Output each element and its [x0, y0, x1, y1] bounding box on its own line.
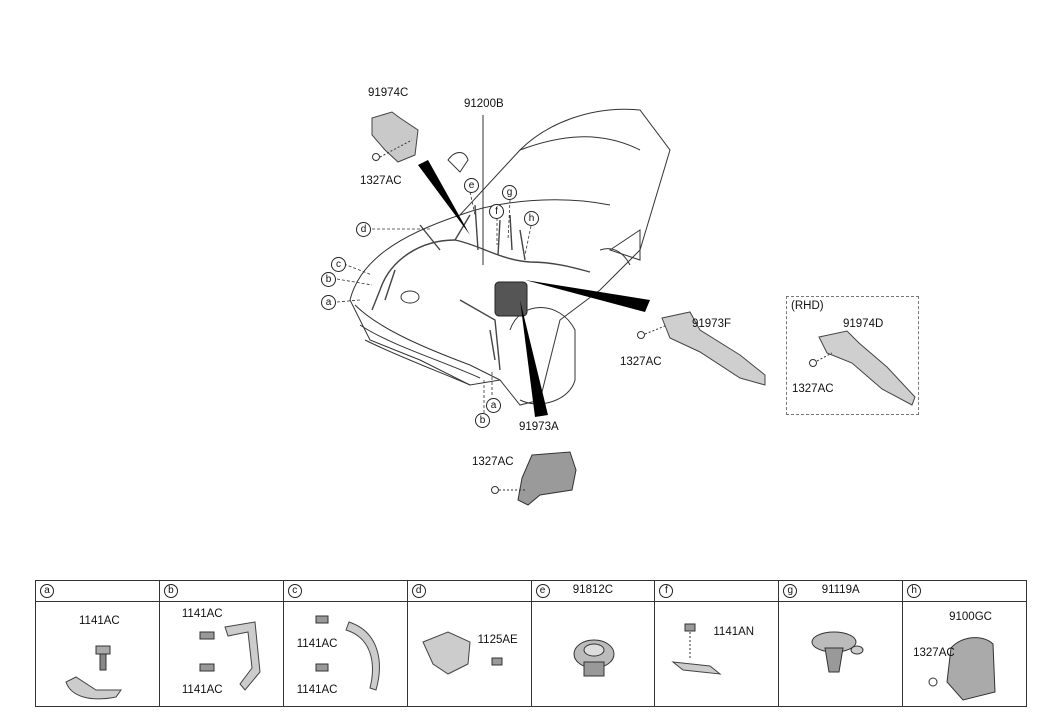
bracket-drawing: [199, 621, 261, 691]
rhd-nut-label: 1327AC: [792, 383, 834, 395]
cell-label: 1141AN: [713, 626, 755, 638]
cell-letter: d: [411, 584, 426, 598]
cell-label: 1141AC: [79, 615, 120, 627]
cell-label: 1327AC: [913, 647, 955, 659]
part-label-1327AC-bottom: 1327AC: [472, 456, 514, 468]
cell-label: 9100GC: [949, 611, 992, 623]
harness-letter-f: f: [489, 204, 504, 219]
cover-drawing: [928, 637, 996, 701]
vehicle-wiring-diagram: [336, 108, 766, 506]
cell-letter: g: [783, 584, 798, 598]
harness-letter-c: c: [331, 257, 346, 272]
cell-letter: b: [163, 584, 178, 598]
cell-label: 1125AE: [477, 634, 518, 646]
bolt-clip-drawing: [65, 645, 122, 700]
bracket-91974C: [371, 111, 419, 163]
cover-91973A: [517, 451, 577, 506]
detail-cell-h: h 9100GC 1327AC: [903, 581, 1026, 706]
harness-letter-g: g: [502, 185, 517, 200]
part-label-1327AC-top: 1327AC: [360, 175, 402, 187]
cell-label: 1141AC: [181, 608, 223, 620]
bracket-drawing: [315, 615, 380, 691]
parts-detail-table: a 1141AC b 1141AC 1141AC c: [35, 580, 1027, 707]
detail-cell-g: g 91119A: [779, 581, 904, 706]
harness-letter-b: b: [321, 272, 336, 287]
part-label-1327AC-right: 1327AC: [620, 356, 662, 368]
harness-letter-d: d: [356, 222, 371, 237]
cell-letter: f: [659, 584, 674, 598]
part-label-91974C: 91974C: [368, 87, 409, 99]
cell-letter: h: [907, 584, 922, 598]
cell-letter: e: [535, 584, 550, 598]
cell-part: 91119A: [821, 584, 860, 596]
cell-label: 1141AC: [296, 684, 338, 696]
harness-letter-e: e: [464, 178, 479, 193]
cell-label: 1141AC: [181, 684, 223, 696]
rhd-variant-box: (RHD) 91974D 1327AC: [786, 296, 919, 415]
part-label-91973F: 91973F: [692, 318, 732, 330]
clip-drawing: [671, 623, 723, 675]
detail-cell-b: b 1141AC 1141AC: [159, 581, 284, 706]
cell-part: 91812C: [572, 584, 614, 596]
harness-letter-a-lower: a: [486, 398, 501, 413]
rhd-tag: (RHD): [791, 300, 824, 312]
detail-cell-e: e 91812C: [531, 581, 656, 706]
cell-letter: a: [40, 584, 54, 598]
rhd-part-label: 91974D: [843, 318, 884, 330]
part-label-91200B: 91200B: [464, 98, 504, 110]
harness-letter-h: h: [524, 211, 539, 226]
harness-letter-a: a: [321, 295, 336, 310]
cap-drawing: [811, 631, 864, 673]
detail-cell-f: f 1141AN: [655, 581, 780, 706]
rhd-duct-drawing: [809, 330, 916, 406]
part-label-91973A: 91973A: [519, 421, 559, 433]
detail-cell-c: c 1141AC 1141AC: [283, 581, 408, 706]
detail-cell-d: d 1125AE: [407, 581, 532, 706]
cell-label: 1141AC: [296, 638, 338, 650]
bracket-drawing: [421, 631, 503, 675]
detail-cell-a: a 1141AC: [36, 581, 160, 706]
cell-letter: c: [287, 584, 302, 598]
grommet-drawing: [573, 639, 614, 677]
duct-91973F: [661, 311, 766, 386]
harness-letter-b-lower: b: [475, 413, 490, 428]
